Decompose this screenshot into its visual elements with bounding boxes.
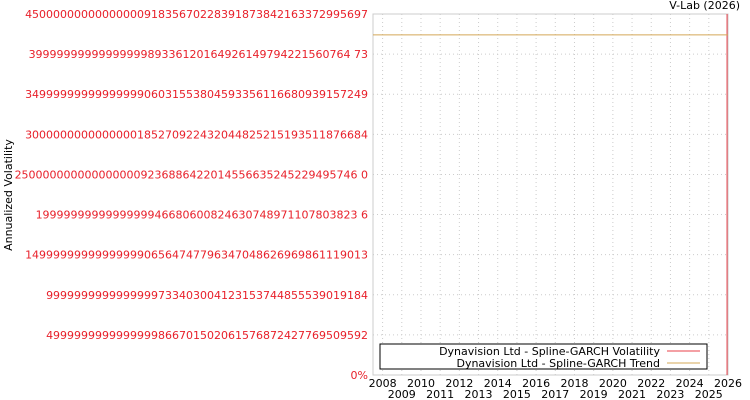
x-tick-label: 2022	[637, 377, 665, 390]
x-tick-label: 2019	[580, 388, 608, 400]
legend: Dynavision Ltd - Spline-GARCH Volatility…	[379, 343, 708, 370]
y-tick-label: 3499999999999999906031553804593356116680…	[25, 88, 368, 101]
x-tick-label: 2016	[522, 377, 550, 390]
y-tick-label: 0%	[351, 369, 368, 382]
y-tick-label: 4999999999999999866701502061576872427769…	[46, 329, 368, 342]
series-lines	[373, 14, 728, 375]
y-tick-label: 3999999999999999989336120164926149794221…	[29, 48, 368, 61]
plot-area	[372, 13, 729, 376]
x-tick-label: 2011	[426, 388, 454, 400]
x-axis-ticks: 2008200920102011201220132014201520162017…	[369, 377, 742, 400]
x-tick-label: 2025	[695, 388, 723, 400]
x-tick-label: 2014	[484, 377, 512, 390]
x-tick-label: 2017	[541, 388, 569, 400]
x-tick-label: 2018	[560, 377, 588, 390]
x-tick-label: 2020	[599, 377, 627, 390]
legend-label-volatility: Dynavision Ltd - Spline-GARCH Volatility	[439, 345, 660, 358]
x-tick-label: 2009	[388, 388, 416, 400]
legend-label-trend: Dynavision Ltd - Spline-GARCH Trend	[456, 357, 660, 370]
y-axis-label: Annualized Volatility	[2, 139, 15, 251]
x-tick-label: 2021	[618, 388, 646, 400]
grid	[373, 13, 729, 376]
y-axis-ticks: 0% 49999999999999998667015020615768724277…	[15, 8, 368, 382]
x-tick-label: 2008	[369, 377, 397, 390]
x-tick-label: 2024	[676, 377, 704, 390]
y-tick-label: 4500000000000000091835670228391873842163…	[25, 8, 368, 21]
y-tick-label: 9999999999999999733403004123153744855539…	[46, 289, 368, 302]
x-tick-label: 2026	[714, 377, 742, 390]
x-tick-label: 2010	[407, 377, 435, 390]
y-tick-label: 1499999999999999906564747796347048626969…	[25, 249, 368, 262]
x-tick-label: 2013	[465, 388, 493, 400]
y-tick-label: 2500000000000000009236886422014556635245…	[15, 168, 368, 181]
credit-label: V-Lab (2026)	[669, 0, 740, 12]
y-tick-label: 3000000000000000185270922432044825215193…	[25, 128, 368, 141]
x-tick-label: 2015	[503, 388, 531, 400]
y-tick-label: 1999999999999999946680600824630748971107…	[36, 209, 368, 222]
x-tick-label: 2012	[445, 377, 473, 390]
x-tick-label: 2023	[656, 388, 684, 400]
